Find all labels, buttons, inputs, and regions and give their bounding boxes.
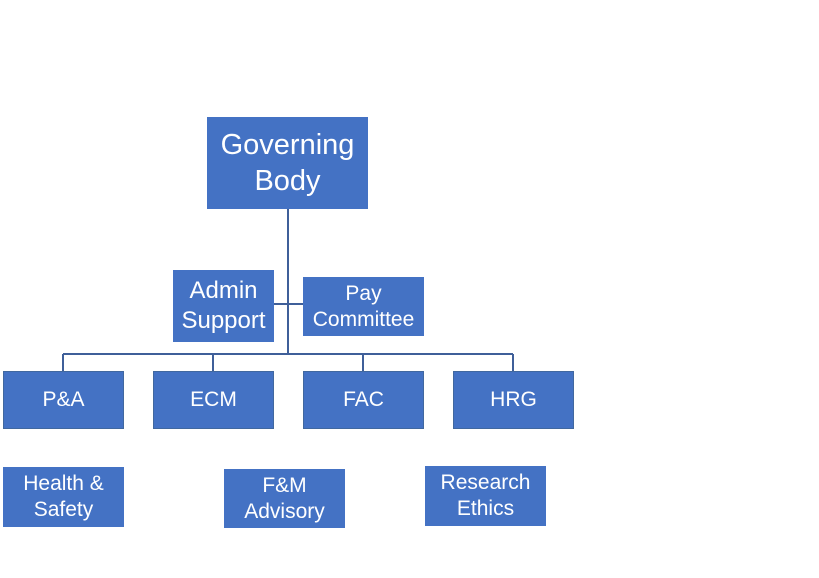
fac-node: FAC — [303, 371, 424, 429]
admin-support-node: Admin Support — [173, 270, 274, 342]
pa-node: P&A — [3, 371, 124, 429]
health-safety-node: Health & Safety — [3, 467, 124, 527]
research-ethics-node: Research Ethics — [425, 466, 546, 526]
hrg-node: HRG — [453, 371, 574, 429]
governing-body-node: Governing Body — [207, 117, 368, 209]
pay-committee-node: Pay Committee — [303, 277, 424, 336]
ecm-node: ECM — [153, 371, 274, 429]
fm-advisory-node: F&M Advisory — [224, 469, 345, 528]
